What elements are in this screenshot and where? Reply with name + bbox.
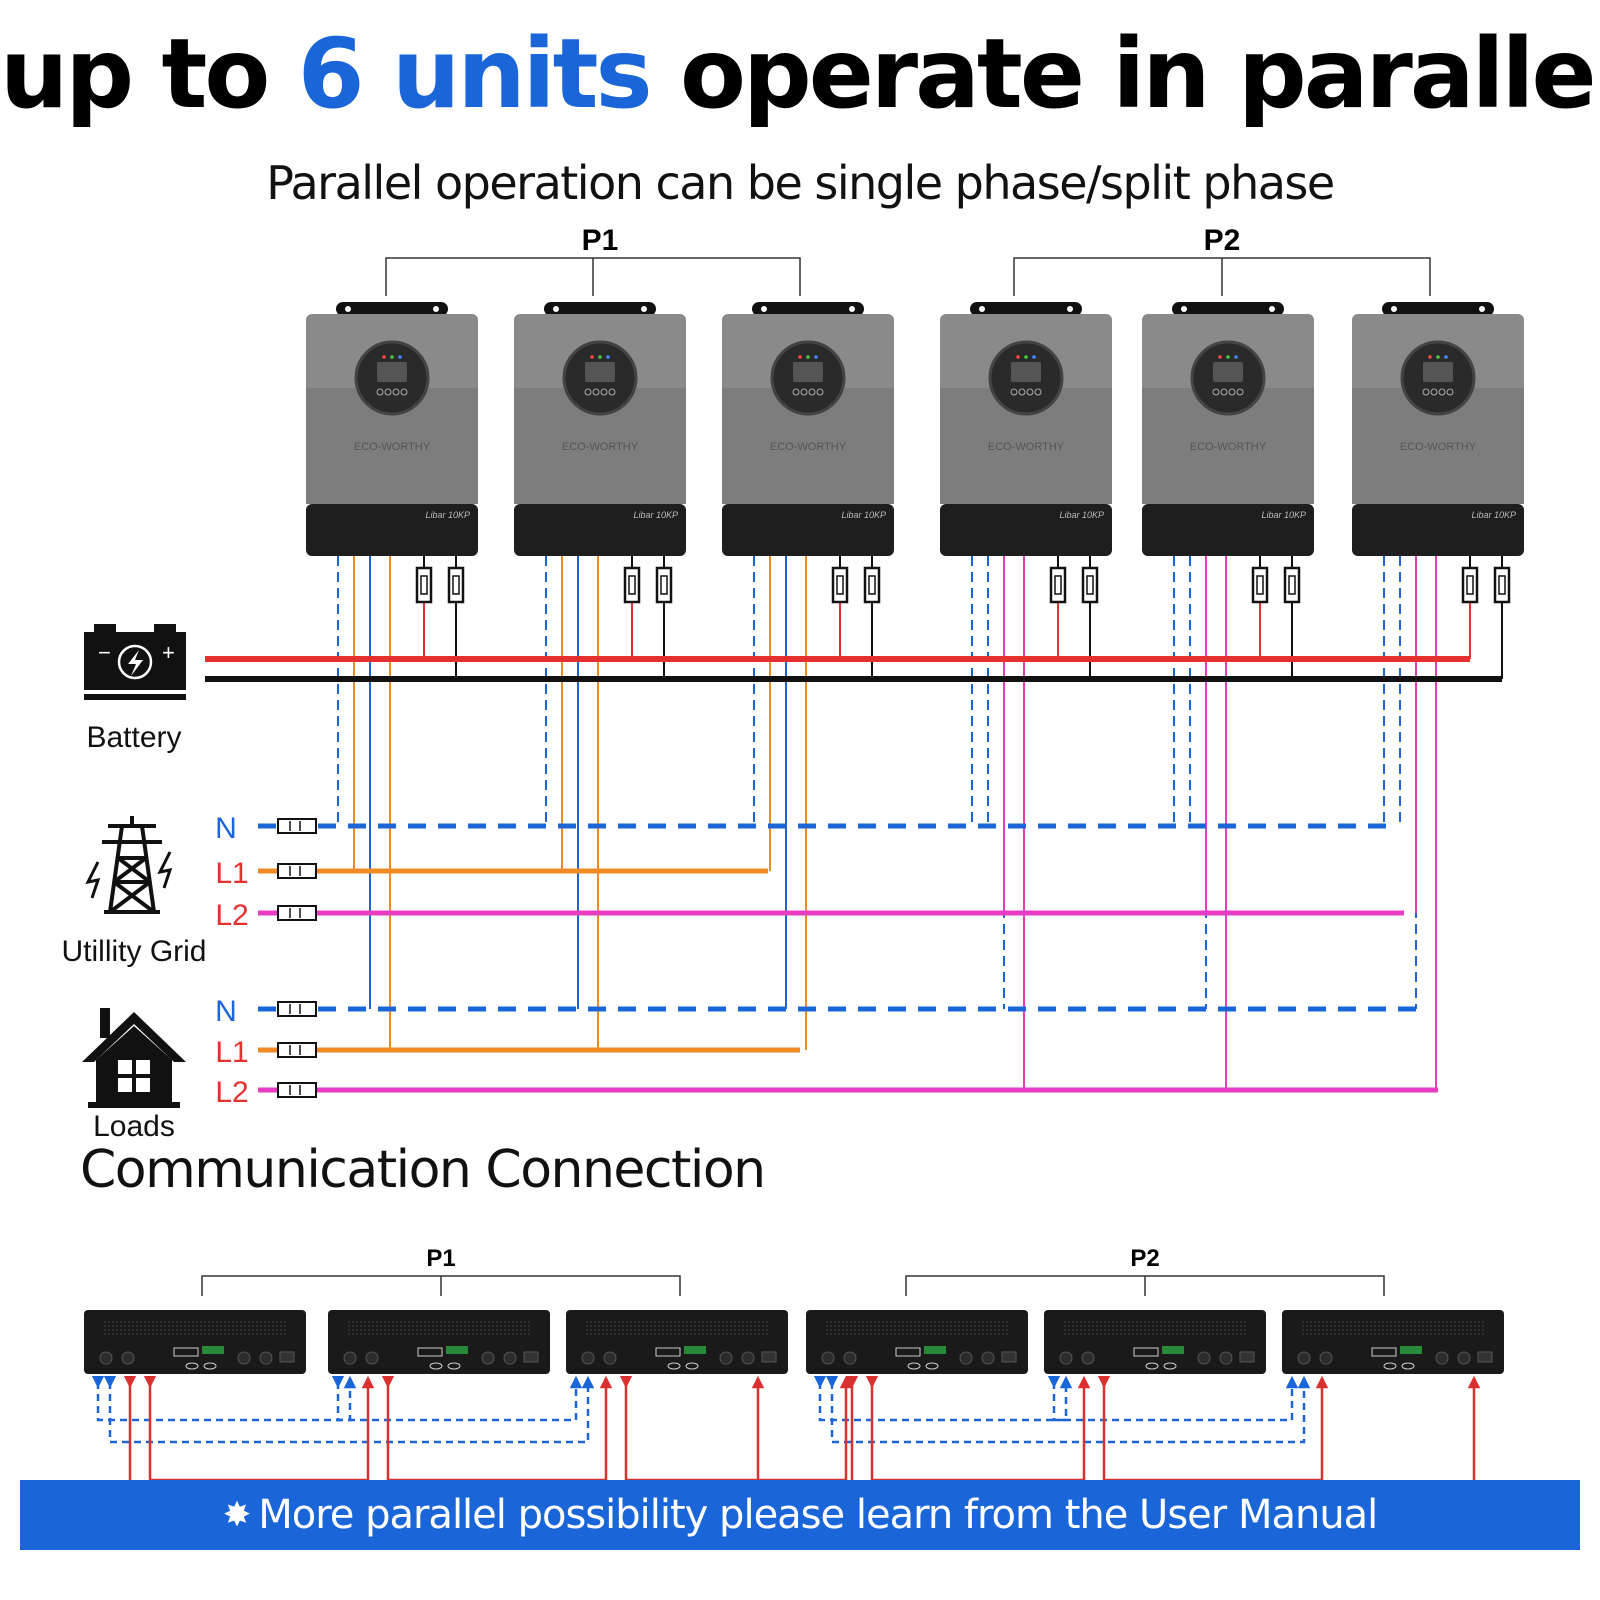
comm-unit: [84, 1310, 306, 1374]
battery-fuse-icon: [415, 566, 433, 604]
inverter-model: Libar 10KP: [841, 510, 886, 520]
group-label-p2: P2: [1204, 224, 1241, 257]
utility-grid-label: Utillity Grid: [61, 935, 206, 968]
grid-l2-label: L2: [215, 899, 248, 932]
battery-fuse-icon: [1283, 566, 1301, 604]
utility-grid-icon: [85, 816, 173, 914]
sync-cable-2: [331, 1375, 583, 1422]
battery-fuse-icon: [831, 566, 849, 604]
inverter-brand: ECO-WORTHY: [988, 441, 1065, 453]
current-share-cable-2: [381, 1375, 613, 1482]
headline: up to 6 units operate in parallel: [0, 21, 1600, 128]
load-l2-label: L2: [215, 1076, 248, 1109]
breaker-icon: [261, 863, 317, 879]
battery-fuse-icon: [863, 566, 881, 604]
group-label-p1: P1: [582, 224, 619, 257]
inverter-model: Libar 10KP: [633, 510, 678, 520]
inverter-unit: ECO-WORTHY Libar 10KP: [1352, 302, 1524, 556]
sync-cable-outer: [825, 1375, 1311, 1444]
headline-post: operate in parallel: [649, 18, 1600, 130]
inverter-group: ECO-WORTHY Libar 10KP ECO-WORTHY Libar 10KP…: [306, 302, 1524, 556]
inverter-model: Libar 10KP: [1471, 510, 1516, 520]
grid-n-label: N: [215, 812, 237, 845]
grid-l1-label: L1: [215, 857, 248, 890]
inverter-brand: ECO-WORTHY: [1400, 441, 1477, 453]
battery-fuse-icon: [1251, 566, 1269, 604]
inverter-unit: ECO-WORTHY Libar 10KP: [1142, 302, 1314, 556]
sync-cable-1: [813, 1375, 1073, 1422]
unit-wires: [337, 556, 1503, 1090]
headline-pre: up to: [0, 18, 298, 130]
inverter-model: Libar 10KP: [1059, 510, 1104, 520]
inverter-unit: ECO-WORTHY Libar 10KP: [306, 302, 478, 556]
inverter-unit: ECO-WORTHY Libar 10KP: [514, 302, 686, 556]
current-share-cable-2: [1097, 1375, 1329, 1482]
breaker-icon: [261, 905, 317, 921]
battery-fuse-icon: [1493, 566, 1511, 604]
comm-unit: [806, 1310, 1028, 1374]
load-n-label: N: [215, 995, 237, 1028]
inverter-model: Libar 10KP: [1261, 510, 1306, 520]
svg-text:+: +: [162, 640, 175, 665]
inverter-brand: ECO-WORTHY: [1190, 441, 1267, 453]
sync-cable-2: [1047, 1375, 1299, 1422]
headline-accent: 6 units: [297, 18, 653, 130]
breaker-group: [261, 566, 1511, 1098]
current-share-cable-1: [143, 1375, 375, 1482]
loads-house-icon: [82, 1008, 186, 1108]
group-bracket-p1: [385, 257, 801, 296]
comm-group-label-p2: P2: [1130, 1245, 1159, 1272]
battery-fuse-icon: [1081, 566, 1099, 604]
battery-fuse-icon: [623, 566, 641, 604]
group-link-cable: [619, 1375, 853, 1482]
battery-fuse-icon: [655, 566, 673, 604]
subtitle: Parallel operation can be single phase/s…: [266, 156, 1335, 210]
battery-fuse-icon: [447, 566, 465, 604]
comm-unit: [328, 1310, 550, 1374]
battery-icon: − +: [84, 624, 186, 700]
inverter-brand: ECO-WORTHY: [770, 441, 847, 453]
battery-fuse-icon: [1461, 566, 1479, 604]
footer-text: More parallel possibility please learn f…: [258, 1492, 1378, 1538]
inverter-unit: ECO-WORTHY Libar 10KP: [940, 302, 1112, 556]
load-l1-label: L1: [215, 1036, 248, 1069]
star-icon: ✸: [222, 1495, 251, 1535]
breaker-icon: [261, 1042, 317, 1058]
sync-cable-outer: [103, 1375, 595, 1444]
comm-bracket-p2: [905, 1275, 1385, 1296]
comm-section-title: Communication Connection: [80, 1140, 766, 1200]
group-bracket-p2: [1013, 257, 1431, 296]
loads-label: Loads: [93, 1110, 175, 1143]
inverter-brand: ECO-WORTHY: [562, 441, 639, 453]
comm-unit-group: [84, 1310, 1504, 1374]
comm-unit: [1044, 1310, 1266, 1374]
battery-fuse-icon: [1049, 566, 1067, 604]
svg-text:−: −: [98, 640, 111, 665]
breaker-icon: [261, 1001, 317, 1017]
inverter-unit: ECO-WORTHY Libar 10KP: [722, 302, 894, 556]
footer-banner: ✸ More parallel possibility please learn…: [20, 1480, 1580, 1550]
comm-bracket-p1: [201, 1275, 681, 1296]
current-share-cable-1: [865, 1375, 1091, 1482]
comm-unit: [1282, 1310, 1504, 1374]
sync-cable-1: [91, 1375, 357, 1422]
inverter-model: Libar 10KP: [425, 510, 470, 520]
inverter-brand: ECO-WORTHY: [354, 441, 431, 453]
breaker-icon: [261, 818, 317, 834]
comm-unit: [566, 1310, 788, 1374]
breaker-icon: [261, 1082, 317, 1098]
battery-label: Battery: [86, 721, 181, 754]
comm-group-label-p1: P1: [426, 1245, 455, 1272]
